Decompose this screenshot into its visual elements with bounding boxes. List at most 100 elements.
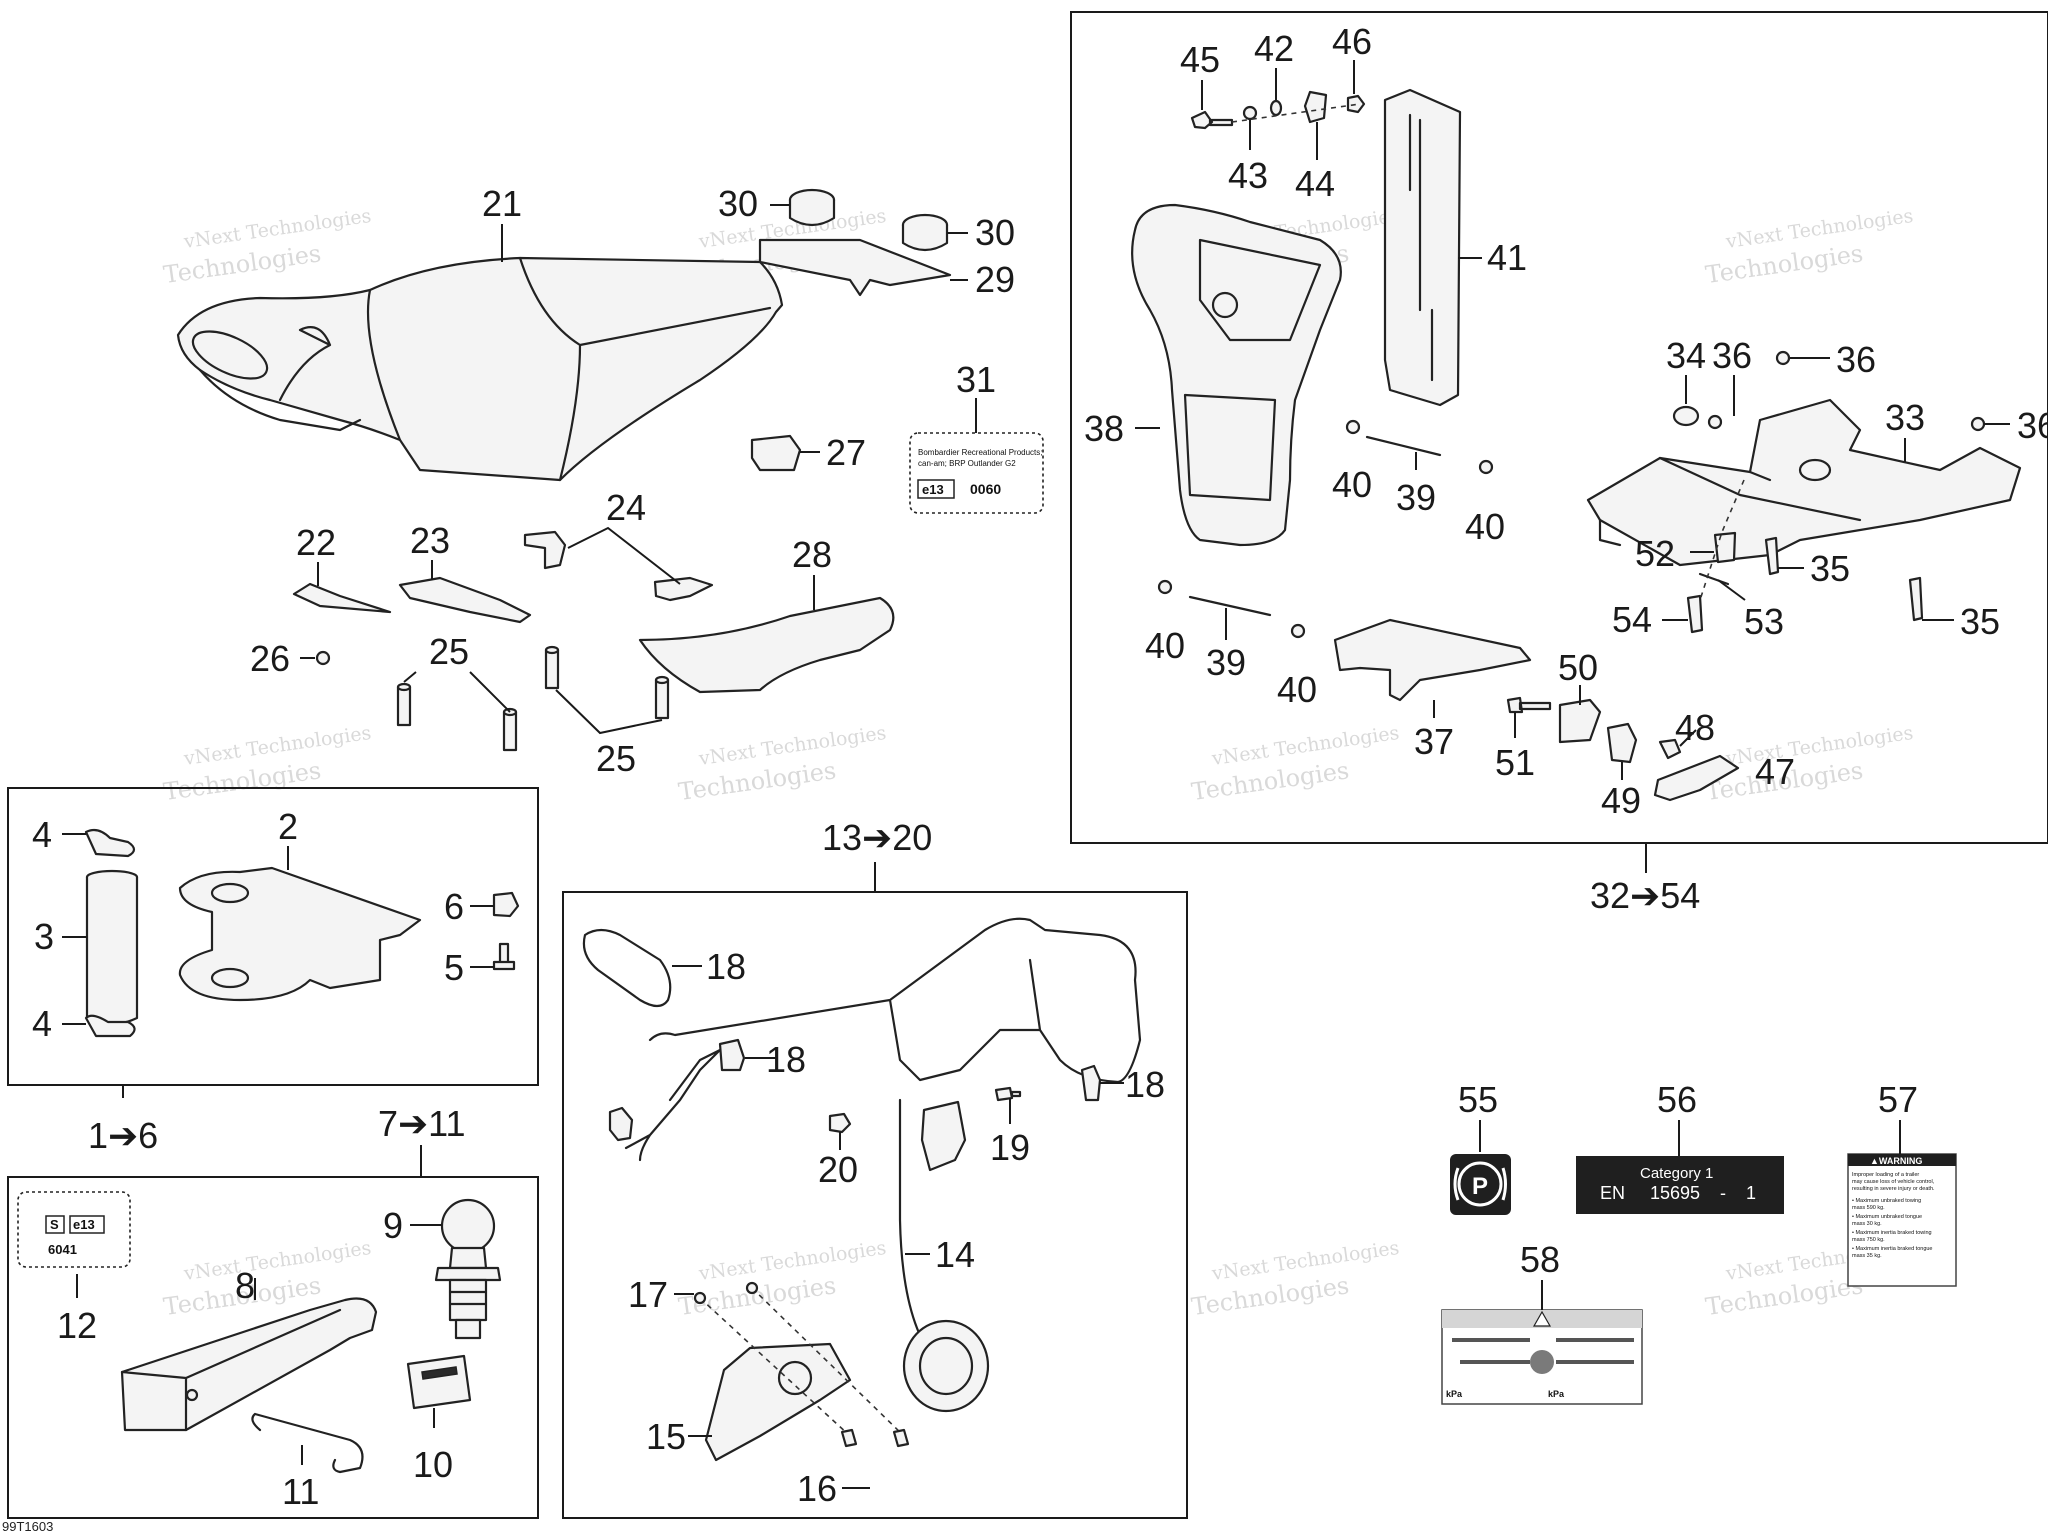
- spacer-25-d: [654, 675, 670, 720]
- callout-12: 12: [57, 1305, 97, 1346]
- pin-39-a: [1365, 435, 1442, 457]
- svg-text:• Maximum unbraked towing: • Maximum unbraked towing: [1852, 1198, 1921, 1204]
- bracket-23: [398, 576, 532, 624]
- callout-38: 38: [1084, 408, 1124, 449]
- svg-text:mass 35 kg.: mass 35 kg.: [1852, 1253, 1882, 1259]
- hitch-pin-11: [251, 1412, 364, 1474]
- callout-group-32-54: 32➔54: [1590, 875, 1700, 916]
- heat-shield-28: [638, 596, 895, 694]
- bolt-19: [994, 1086, 1022, 1102]
- callout-group-13-20: 13➔20: [822, 817, 932, 858]
- bolt-5: [492, 942, 516, 971]
- svg-text:kPa: kPa: [1446, 1389, 1463, 1399]
- svg-text:• Maximum inertia braked tongu: • Maximum inertia braked tongue: [1852, 1246, 1933, 1252]
- callout-29: 29: [975, 259, 1015, 300]
- nut-36-a: [1707, 414, 1723, 430]
- hitch-bar-8-edge: [120, 1308, 342, 1432]
- leader-25-b: [555, 689, 663, 735]
- callout-52: 52: [1635, 533, 1675, 574]
- callout-40-c: 40: [1145, 625, 1185, 666]
- svg-text:• Maximum unbraked tongue: • Maximum unbraked tongue: [1852, 1214, 1922, 1220]
- callout-35-a: 35: [1810, 548, 1850, 589]
- axis-16-a: [699, 1297, 851, 1437]
- label-31: Bombardier Recreational Products; can-am…: [909, 432, 1044, 514]
- svg-text:Category 1: Category 1: [1640, 1165, 1713, 1182]
- callout-39-a: 39: [1396, 477, 1436, 518]
- svg-text:resulting in severe injury or: resulting in severe injury or death.: [1852, 1186, 1935, 1192]
- leader-48: [1679, 729, 1697, 747]
- callout-21: 21: [482, 183, 522, 224]
- decal-56-category: Category 1 EN 15695 - 1: [1576, 1156, 1784, 1214]
- callout-44: 44: [1295, 163, 1335, 204]
- callout-36-a: 36: [1712, 335, 1752, 376]
- callout-25-b: 25: [596, 738, 636, 779]
- callout-8: 8: [235, 1265, 255, 1306]
- clip-44: [1303, 90, 1328, 124]
- svg-text:Improper loading of a trailer: Improper loading of a trailer: [1852, 1172, 1919, 1178]
- callout-18-a: 18: [706, 946, 746, 987]
- socket-14: [902, 1319, 990, 1413]
- callout-19: 19: [990, 1127, 1030, 1168]
- frame-33-detail: [1598, 456, 1862, 547]
- callout-30-b: 30: [975, 212, 1015, 253]
- svg-text:e13: e13: [922, 482, 944, 497]
- callout-18-c: 18: [1125, 1064, 1165, 1105]
- svg-text:e13: e13: [73, 1217, 95, 1232]
- svg-text:-: -: [1720, 1183, 1726, 1203]
- sticker-10: [406, 1354, 472, 1410]
- harness-13: [624, 917, 1142, 1162]
- ball-hitch-group-7-11: S e13 6041 12 8 9 10 11: [17, 1191, 502, 1512]
- clip-4-a: [84, 828, 136, 858]
- callout-56: 56: [1657, 1079, 1697, 1120]
- module-19: [920, 1100, 967, 1172]
- nut-17-a: [693, 1291, 707, 1305]
- callout-17: 17: [628, 1274, 668, 1315]
- callout-42: 42: [1254, 28, 1294, 69]
- callout-40-a: 40: [1332, 464, 1372, 505]
- callout-4-b: 4: [32, 1003, 52, 1044]
- callout-58: 58: [1520, 1239, 1560, 1280]
- bumper-30-b: [901, 213, 949, 252]
- harness-loop-18: [582, 928, 672, 1008]
- backrest-38-hole: [1211, 291, 1239, 319]
- callout-6: 6: [444, 886, 464, 927]
- callout-24: 24: [606, 487, 646, 528]
- svg-text:can-am; BRP Outlander G2: can-am; BRP Outlander G2: [918, 459, 1016, 468]
- clip-49: [1606, 722, 1638, 764]
- callout-36-b: 36: [1836, 339, 1876, 380]
- callout-37: 37: [1414, 721, 1454, 762]
- leader-25-a: [403, 671, 511, 713]
- callout-31: 31: [956, 359, 996, 400]
- callout-27: 27: [826, 432, 866, 473]
- callout-15: 15: [646, 1416, 686, 1457]
- callout-55: 55: [1458, 1079, 1498, 1120]
- decal-58-load: kPa kPa: [1441, 1309, 1643, 1405]
- nut-36-b: [1775, 350, 1791, 366]
- bracket-24-b: [653, 576, 714, 602]
- clip-40-d: [1290, 623, 1306, 639]
- svg-text:15695: 15695: [1650, 1183, 1700, 1203]
- callout-40-b: 40: [1465, 506, 1505, 547]
- bracket-24-a: [523, 530, 567, 570]
- svg-text:mass 590 kg.: mass 590 kg.: [1852, 1205, 1885, 1211]
- svg-text:S: S: [50, 1217, 59, 1232]
- axis-52-54: [1699, 479, 1745, 601]
- leader-24: [567, 526, 681, 585]
- sticker-10-mark: [421, 1366, 458, 1380]
- washer-42: [1269, 99, 1283, 117]
- callout-5: 5: [444, 947, 464, 988]
- seat-21-contour: [366, 256, 772, 482]
- clip-27: [750, 434, 802, 472]
- nut-36-c: [1970, 416, 1986, 432]
- latch-47: [1653, 754, 1740, 802]
- svg-text:P: P: [1472, 1173, 1488, 1200]
- bushing-52: [1713, 531, 1737, 564]
- svg-text:Bombardier Recreational Produc: Bombardier Recreational Products;: [918, 448, 1043, 457]
- bumper-34: [1672, 405, 1700, 427]
- seat-21-base: [198, 326, 362, 432]
- callout-10: 10: [413, 1444, 453, 1485]
- bolt-51: [1506, 696, 1552, 714]
- backrest-assembly: 38 41 45 42 43 44 46 39 40 40 3: [1084, 21, 2048, 821]
